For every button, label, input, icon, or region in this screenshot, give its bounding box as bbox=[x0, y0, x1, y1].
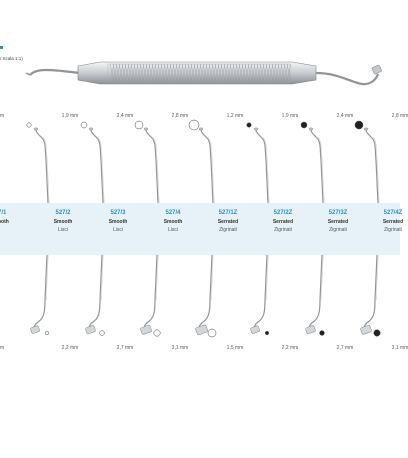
instrument-code: 527/3 bbox=[110, 210, 126, 216]
finish-translation: Lisci bbox=[112, 227, 124, 233]
finish-translation: Zigrinati bbox=[219, 227, 237, 233]
instrument-code: 527/4Z bbox=[383, 210, 403, 216]
tip-diameter-circle bbox=[26, 122, 32, 128]
finish-translation: Zigrinati bbox=[384, 227, 402, 233]
tip-diameter-circle bbox=[188, 119, 200, 131]
tip-diameter-circle bbox=[44, 330, 50, 336]
tip-diameter-circle bbox=[80, 121, 88, 129]
instrument-code: 527/3Z bbox=[328, 210, 348, 216]
tip-diameter-circle bbox=[319, 330, 325, 336]
top-size-label: 2,4 mm bbox=[336, 113, 354, 119]
bottom-size-label: 3,1 mm bbox=[171, 345, 189, 351]
tip-diameter-circle bbox=[99, 330, 105, 336]
instrument-code: 527/1Z bbox=[218, 210, 238, 216]
bottom-size-label: 1,5 mm bbox=[226, 345, 244, 351]
bottom-size-label: 3,1 mm bbox=[391, 345, 408, 351]
bottom-size-label: 2,2 mm bbox=[61, 345, 79, 351]
tip-diameter-circle bbox=[300, 121, 308, 129]
tip-diameter-circle bbox=[207, 328, 217, 338]
top-size-label: 1,9 mm bbox=[61, 113, 79, 119]
top-size-label: 2,8 mm bbox=[171, 113, 189, 119]
top-size-label: 2,8 mm bbox=[391, 113, 408, 119]
bottom-size-label: 2,2 mm bbox=[281, 345, 299, 351]
upper-tip bbox=[255, 129, 269, 204]
lower-tip bbox=[33, 254, 48, 333]
finish-translation: Lisci bbox=[57, 227, 69, 233]
lower-tip bbox=[143, 254, 158, 333]
lower-tip bbox=[253, 254, 268, 333]
upper-tip bbox=[365, 129, 379, 204]
code-band bbox=[0, 203, 400, 255]
lower-tip bbox=[308, 254, 323, 333]
finish-label: Serrated bbox=[382, 219, 404, 225]
upper-tip bbox=[90, 129, 104, 204]
top-size-label: 1,9 mm bbox=[281, 113, 299, 119]
bottom-size-label: mm bbox=[0, 345, 5, 351]
upper-tip bbox=[200, 129, 214, 204]
finish-label: Serrated bbox=[272, 219, 294, 225]
lower-tip bbox=[88, 254, 103, 333]
tip-diameter-circle bbox=[134, 120, 144, 130]
instrument-code: 527/2 bbox=[55, 210, 71, 216]
tip-diameter-circle bbox=[246, 122, 252, 128]
instrument-code: 527/2Z bbox=[273, 210, 293, 216]
top-size-label: 2,4 mm bbox=[116, 113, 134, 119]
top-size-label: mm bbox=[0, 113, 5, 119]
finish-translation: Zigrinati bbox=[329, 227, 347, 233]
upper-tip bbox=[145, 129, 159, 204]
instrument-illustration bbox=[0, 46, 382, 86]
finish-translation: Lisci bbox=[167, 227, 179, 233]
bottom-size-label: 2,7 mm bbox=[116, 345, 134, 351]
tip-diameter-circle bbox=[264, 330, 270, 336]
lower-tip bbox=[198, 254, 213, 333]
instrument-code: 7/1 bbox=[0, 210, 7, 216]
finish-label: ooth bbox=[0, 219, 9, 225]
finish-translation: Zigrinati bbox=[274, 227, 292, 233]
tip-diameter-circle bbox=[354, 120, 364, 130]
finish-label: Serrated bbox=[327, 219, 349, 225]
upper-tip bbox=[35, 129, 49, 204]
finish-label: Serrated bbox=[217, 219, 239, 225]
finish-label: Smooth bbox=[53, 219, 73, 225]
tip-diameter-circle bbox=[373, 329, 381, 337]
finish-label: Smooth bbox=[108, 219, 128, 225]
bottom-size-label: 2,7 mm bbox=[336, 345, 354, 351]
tip-diameter-circle bbox=[153, 329, 161, 337]
instrument-code: 527/4 bbox=[165, 210, 181, 216]
top-size-label: 1,2 mm bbox=[226, 113, 244, 119]
upper-tip bbox=[310, 129, 324, 204]
scale-label: / Scala 1:1) bbox=[0, 56, 23, 61]
finish-label: Smooth bbox=[163, 219, 183, 225]
lower-tip bbox=[363, 254, 378, 333]
